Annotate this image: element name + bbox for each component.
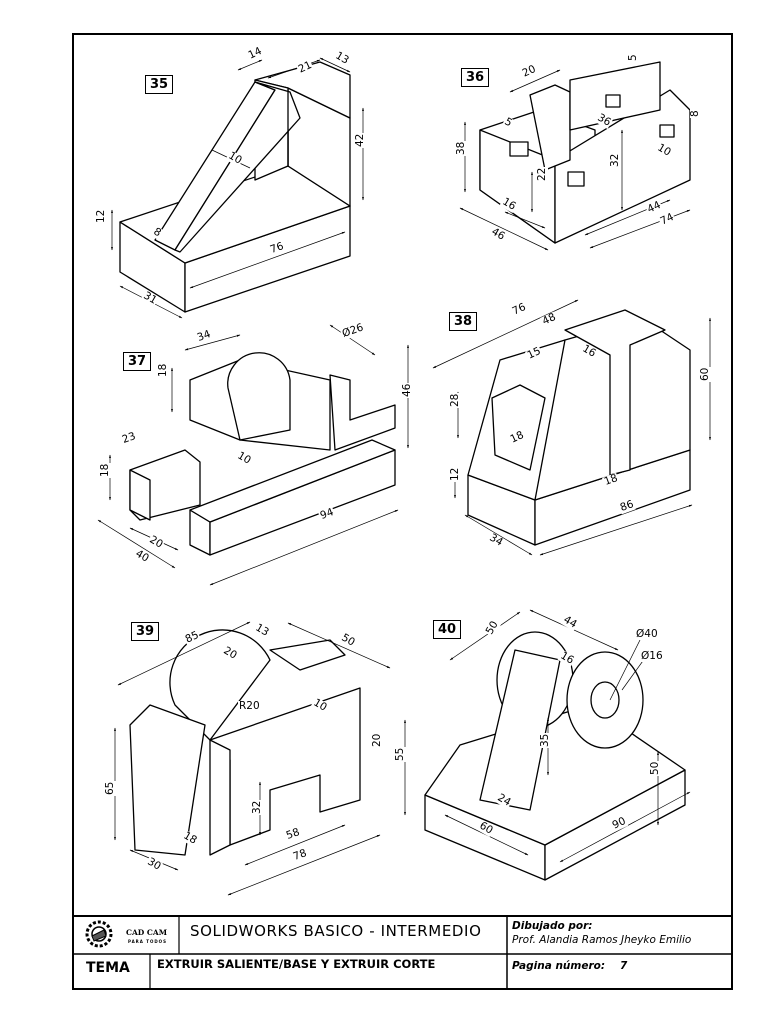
figure-35	[119, 61, 351, 313]
dimension-label: 65	[104, 780, 116, 796]
dimension-label: 32	[609, 152, 621, 168]
figure-37-dimensions	[97, 324, 410, 586]
figure-35-label-box: 35	[145, 75, 173, 94]
dimension-label: 18	[99, 462, 111, 478]
dimension-label: 32	[251, 799, 263, 815]
figure-39-dimensions	[113, 621, 407, 896]
figure-40-label-box: 40	[433, 620, 461, 639]
course-title: SOLIDWORKS BASICO - INTERMEDIO	[190, 922, 482, 940]
dimension-label: 18	[157, 362, 169, 378]
figure-37-label-box: 37	[123, 352, 151, 371]
dimension-label: 50	[649, 760, 661, 776]
dimension-label: 22	[536, 166, 548, 182]
figure-39-label-box: 39	[131, 622, 159, 641]
logo-subtext: PARA TODOS	[128, 939, 167, 944]
dimension-label: 20	[371, 732, 383, 748]
dimension-label: R20	[238, 700, 261, 712]
dimension-label: 55	[394, 746, 406, 762]
figure-39	[129, 629, 361, 856]
dimension-label: 8	[689, 109, 701, 118]
dimension-label: 12	[95, 208, 107, 224]
drawn-by-label: Dibujado por:	[512, 920, 593, 932]
dimension-label: 38	[455, 140, 467, 156]
cad-cam-logo	[85, 920, 113, 948]
dimension-label: 28	[449, 392, 461, 408]
sheet-border	[72, 33, 733, 990]
dimension-label: 5	[627, 53, 639, 62]
page-number-value: 7	[620, 960, 628, 972]
figure-37	[129, 352, 396, 556]
dimension-label: 12	[449, 466, 461, 482]
dimension-label: Ø16	[640, 650, 664, 662]
drawn-by-name: Prof. Alandia Ramos Jheyko Emilio	[512, 934, 692, 946]
title-block	[73, 915, 732, 989]
figure-40	[424, 631, 686, 881]
dimension-label: 46	[401, 382, 413, 398]
topic-text: EXTRUIR SALIENTE/BASE Y EXTRUIR CORTE	[157, 957, 436, 971]
figure-36-label-box: 36	[461, 68, 489, 87]
figure-38	[467, 309, 691, 546]
logo-text: CAD CAM	[126, 928, 167, 937]
page-number-label: Pagina número:	[512, 960, 606, 972]
tema-label: TEMA	[86, 960, 130, 976]
figure-38-label-box: 38	[449, 312, 477, 331]
dimension-label: 42	[354, 132, 366, 148]
dimension-label: 60	[699, 366, 711, 382]
dimension-label: Ø40	[635, 628, 659, 640]
dimension-label: 35	[539, 732, 551, 748]
